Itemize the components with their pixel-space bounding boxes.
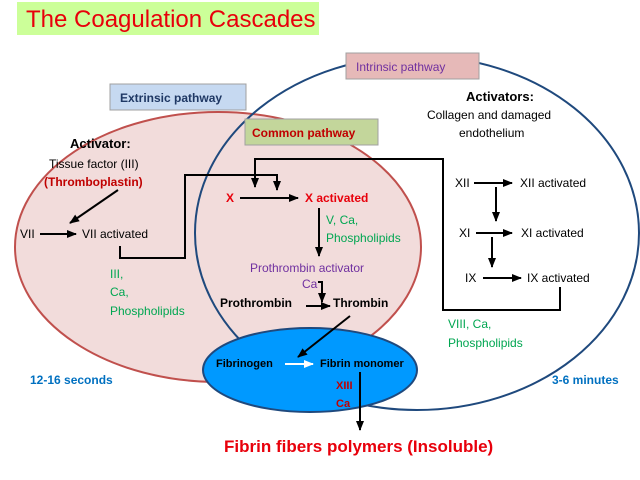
extrinsic-cofactor-phospholipids: Phospholipids (110, 304, 185, 318)
page-title: The Coagulation Cascades (26, 6, 316, 33)
factor-ix-activated: IX activated (527, 271, 590, 285)
common-cofactor-v-ca: V, Ca, (326, 213, 358, 227)
factor-xii-activated: XII activated (520, 176, 586, 190)
extrinsic-to-common-connector (119, 174, 281, 259)
intrinsic-activators-line2: endothelium (459, 126, 524, 140)
fibrin-polymers-label: Fibrin fibers polymers (Insoluble) (224, 437, 493, 456)
extrinsic-label-box (109, 83, 247, 111)
fibrin-ellipse (202, 327, 418, 413)
thrombin: Thrombin (333, 296, 388, 310)
prothrombin-activator: Prothrombin activator (250, 261, 364, 275)
intrinsic-label-box (345, 52, 480, 80)
intrinsic-activators-heading: Activators: (466, 89, 534, 104)
intrinsic-time: 3-6 minutes (552, 373, 619, 387)
factor-x-activated: X activated (305, 191, 368, 205)
factor-xiii: XIII (336, 380, 353, 392)
extrinsic-cofactor-iii: III, (110, 267, 123, 281)
fibrinogen: Fibrinogen (216, 358, 273, 370)
prothrombin-activator-ca: Ca (302, 277, 318, 291)
common-pathway-label: Common pathway (252, 126, 356, 140)
fibrin-monomer: Fibrin monomer (320, 358, 404, 370)
factor-xii: XII (455, 176, 470, 190)
factor-ix: IX (465, 271, 476, 285)
extrinsic-time: 12-16 seconds (30, 373, 113, 387)
fibrin-ca: Ca (336, 398, 351, 410)
intrinsic-to-common-connector (251, 158, 561, 311)
extrinsic-activator-heading: Activator: (70, 136, 131, 151)
title-background (17, 2, 319, 35)
intrinsic-pathway-label: Intrinsic pathway (356, 60, 445, 74)
thrombin-to-fibrin-arrow (297, 315, 351, 358)
extrinsic-cofactor-ca: Ca, (110, 285, 129, 299)
common-label-box (244, 118, 379, 146)
extrinsic-activator-line2: (Thromboplastin) (44, 175, 143, 189)
factor-vii: VII (20, 227, 35, 241)
extrinsic-pathway-label: Extrinsic pathway (120, 91, 222, 105)
ca-to-thrombin-arrow (318, 281, 326, 303)
factor-vii-activated: VII activated (82, 227, 148, 241)
factor-x: X (226, 191, 234, 205)
intrinsic-cofactor-phospholipids: Phospholipids (448, 336, 523, 350)
tissue-factor-arrow (69, 189, 119, 224)
intrinsic-cofactor-viii-ca: VIII, Ca, (448, 317, 491, 331)
factor-xi-activated: XI activated (521, 226, 584, 240)
prothrombin: Prothrombin (220, 296, 292, 310)
extrinsic-activator-line1: Tissue factor (III) (49, 157, 139, 171)
common-cofactor-phospholipids: Phospholipids (326, 231, 401, 245)
intrinsic-activators-line1: Collagen and damaged (427, 108, 551, 122)
factor-xi: XI (459, 226, 470, 240)
